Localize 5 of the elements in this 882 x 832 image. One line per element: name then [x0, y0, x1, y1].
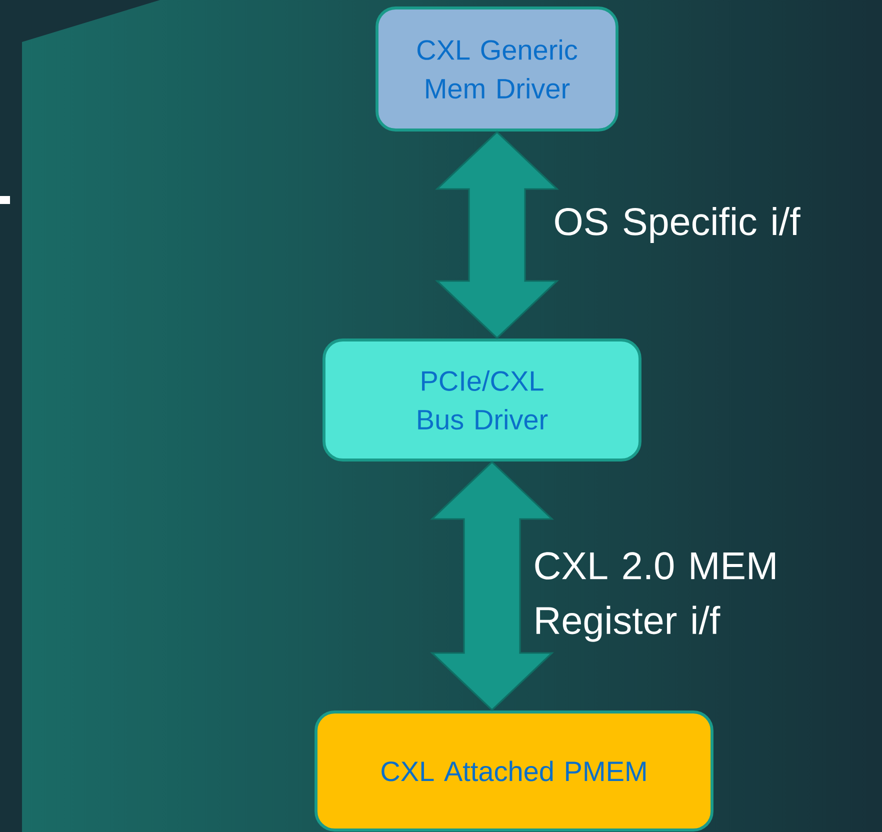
process-box: CXL Generic Mem Driver [376, 6, 618, 132]
process-box: PCIe/CXL Bus Driver [322, 338, 642, 462]
edge-label: CXL 2.0 MEM Register i/f [535, 552, 776, 642]
process-box: CXL Attached PMEM [314, 710, 714, 832]
edge-label: OS Specific i/f [555, 206, 800, 244]
